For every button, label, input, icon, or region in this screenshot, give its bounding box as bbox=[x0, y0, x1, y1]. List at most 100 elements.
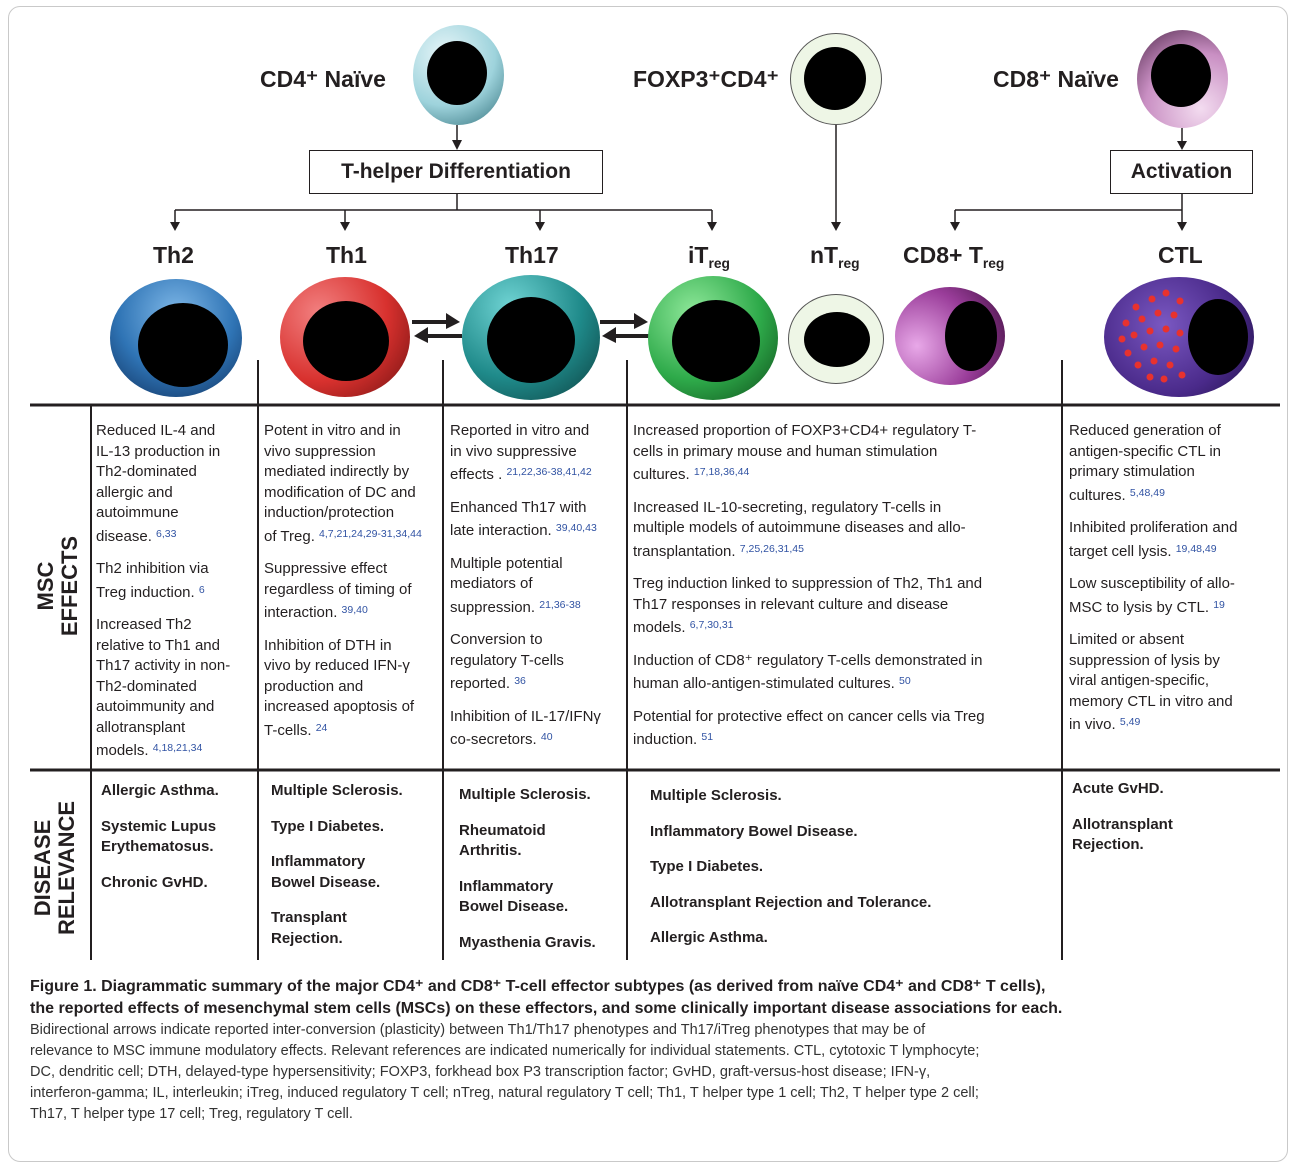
disease-line: Allotransplant bbox=[1072, 815, 1173, 833]
disease-label-line: DISEASE bbox=[30, 819, 55, 917]
msc-effects-treg: Increased proportion of FOXP3+CD4+ regul… bbox=[633, 421, 1059, 763]
statement-line: primary stimulation bbox=[1069, 463, 1195, 480]
statement-line: suppression. 21,36-38 bbox=[450, 595, 626, 619]
reference-link[interactable]: 6,33 bbox=[156, 527, 177, 540]
statement-line: memory CTL in vitro and bbox=[1069, 692, 1233, 710]
reference-link[interactable]: 51 bbox=[701, 731, 714, 743]
itreg-label: iTreg bbox=[688, 242, 730, 271]
reference-link[interactable]: 40 bbox=[540, 731, 553, 743]
statement-end: models. bbox=[96, 742, 149, 759]
reference-link[interactable]: 5,48,49 bbox=[1129, 486, 1165, 499]
reference-link[interactable]: 50 bbox=[898, 675, 911, 687]
disease-line: Erythematosus. bbox=[101, 838, 214, 855]
statement: Potential for protective effect on cance… bbox=[633, 707, 1059, 751]
statement-line: Treg induction linked to suppression of … bbox=[633, 575, 983, 592]
nucleus bbox=[1188, 299, 1248, 375]
nucleus bbox=[303, 301, 389, 381]
disease-line: Multiple Sclerosis. bbox=[650, 787, 782, 804]
statement-line: Inhibition of DTH in bbox=[264, 636, 392, 654]
reference-link[interactable]: 4,18,21,34 bbox=[152, 742, 203, 754]
disease-line: Type I Diabetes. bbox=[650, 858, 764, 875]
cd8-treg-label-base: CD8+ T bbox=[903, 242, 983, 268]
reference-link[interactable]: 19,48,49 bbox=[1175, 542, 1217, 555]
statement-end: T-cells. bbox=[264, 721, 312, 739]
statement-line: mediated indirectly by bbox=[264, 463, 410, 480]
caption-body-line: Bidirectional arrows indicate reported i… bbox=[30, 1022, 926, 1038]
statement-end: MSC to lysis by CTL. bbox=[1069, 598, 1210, 616]
nucleus bbox=[945, 301, 997, 371]
reference-link[interactable]: 24 bbox=[315, 721, 328, 734]
disease-item: Multiple Sclerosis. bbox=[271, 781, 403, 802]
statement-line: antigen-specific CTL in bbox=[1069, 442, 1222, 460]
ntreg-cell bbox=[788, 294, 884, 384]
connector-arrows bbox=[170, 125, 1187, 343]
statement-line: Conversion to bbox=[450, 631, 543, 648]
statement-line: in vivo suppressive bbox=[450, 442, 577, 460]
statement-line: modification of DC and bbox=[264, 483, 416, 501]
statement: Inhibition of IL-17/IFNγ co-secretors. 4… bbox=[450, 707, 626, 751]
reference-link[interactable]: 7,25,26,31,45 bbox=[739, 542, 804, 555]
statement-line: Inhibited proliferation and bbox=[1069, 519, 1238, 536]
disease-item: Acute GvHD. bbox=[1072, 779, 1173, 800]
nucleus bbox=[138, 303, 228, 387]
reference-link[interactable]: 21,36-38 bbox=[539, 598, 581, 611]
statement-line: Potent in vitro and in bbox=[264, 422, 401, 439]
cd8-naive-cell bbox=[1137, 30, 1228, 128]
caption-body-line: DC, dendritic cell; DTH, delayed-type hy… bbox=[30, 1064, 931, 1080]
statement: Induction of CD8⁺ regulatory T-cells dem… bbox=[633, 651, 1059, 695]
statement-line: co-secretors. 40 bbox=[450, 727, 626, 751]
reference-link[interactable]: 39,40,43 bbox=[555, 522, 597, 534]
statement-end: suppression. bbox=[450, 598, 536, 616]
nucleus bbox=[487, 297, 575, 383]
statement-end: reported. bbox=[450, 675, 511, 692]
statement-line: Enhanced Th17 with bbox=[450, 498, 587, 516]
msc-effects-th2: Reduced IL-4 and IL-13 production in Th2… bbox=[96, 421, 256, 774]
statement-line: Treg induction. 6 bbox=[96, 580, 256, 604]
reference-link[interactable]: 5,49 bbox=[1119, 716, 1141, 728]
ntreg-label: nTreg bbox=[810, 242, 860, 271]
disease-line: Multiple Sclerosis. bbox=[459, 786, 591, 803]
reference-link[interactable]: 36 bbox=[514, 675, 526, 687]
statement-line: Reported in vitro and bbox=[450, 422, 590, 439]
statement: Increased Th2 relative to Th1 and Th17 a… bbox=[96, 615, 256, 762]
nucleus bbox=[427, 41, 487, 105]
statement-line: regulatory T-cells bbox=[450, 651, 564, 669]
msc-effects-th1: Potent in vitro and in vivo suppression … bbox=[264, 421, 442, 753]
statement-line: target cell lysis. 19,48,49 bbox=[1069, 539, 1279, 563]
statement-end: effects . bbox=[450, 466, 503, 483]
th17-label: Th17 bbox=[505, 242, 559, 268]
disease-line: Inflammatory Bowel Disease. bbox=[650, 822, 858, 840]
reference-link[interactable]: 21,22,36-38,41,42 bbox=[506, 466, 592, 478]
cd4-naive-label: CD4⁺ Naïve bbox=[260, 66, 386, 92]
cd4-naive-cell bbox=[413, 25, 504, 125]
caption-body-line: Th17, T helper type 17 cell; Treg, regul… bbox=[30, 1106, 353, 1122]
disease-item: Allergic Asthma. bbox=[650, 928, 931, 949]
reference-link[interactable]: 6,7,30,31 bbox=[689, 619, 734, 631]
th17-cell bbox=[462, 275, 600, 400]
statement-line: induction/protection bbox=[264, 504, 395, 521]
reference-link[interactable]: 17,18,36,44 bbox=[693, 466, 750, 478]
cd8-naive-label: CD8⁺ Naïve bbox=[993, 66, 1119, 92]
reference-link[interactable]: 6 bbox=[198, 583, 205, 596]
reg-subscript: reg bbox=[838, 255, 860, 271]
reference-link[interactable]: 39,40 bbox=[341, 604, 368, 616]
nucleus bbox=[804, 47, 866, 110]
caption-body-line: relevance to MSC immune modulatory effec… bbox=[30, 1043, 980, 1059]
th2-label: Th2 bbox=[153, 242, 194, 268]
reference-link[interactable]: 4,7,21,24,29-31,34,44 bbox=[319, 527, 422, 540]
statement-line: autoimmune bbox=[96, 504, 179, 521]
statement-line: cultures. 5,48,49 bbox=[1069, 483, 1279, 507]
disease-line: Bowel Disease. bbox=[459, 898, 569, 915]
ctl-cell bbox=[1104, 277, 1254, 397]
disease-item: Myasthenia Gravis. bbox=[459, 933, 596, 954]
reference-link[interactable]: 19 bbox=[1213, 598, 1225, 611]
statement-end: late interaction. bbox=[450, 522, 552, 539]
statement: Multiple potential mediators of suppress… bbox=[450, 554, 626, 619]
disease-line: Arthritis. bbox=[459, 842, 522, 859]
